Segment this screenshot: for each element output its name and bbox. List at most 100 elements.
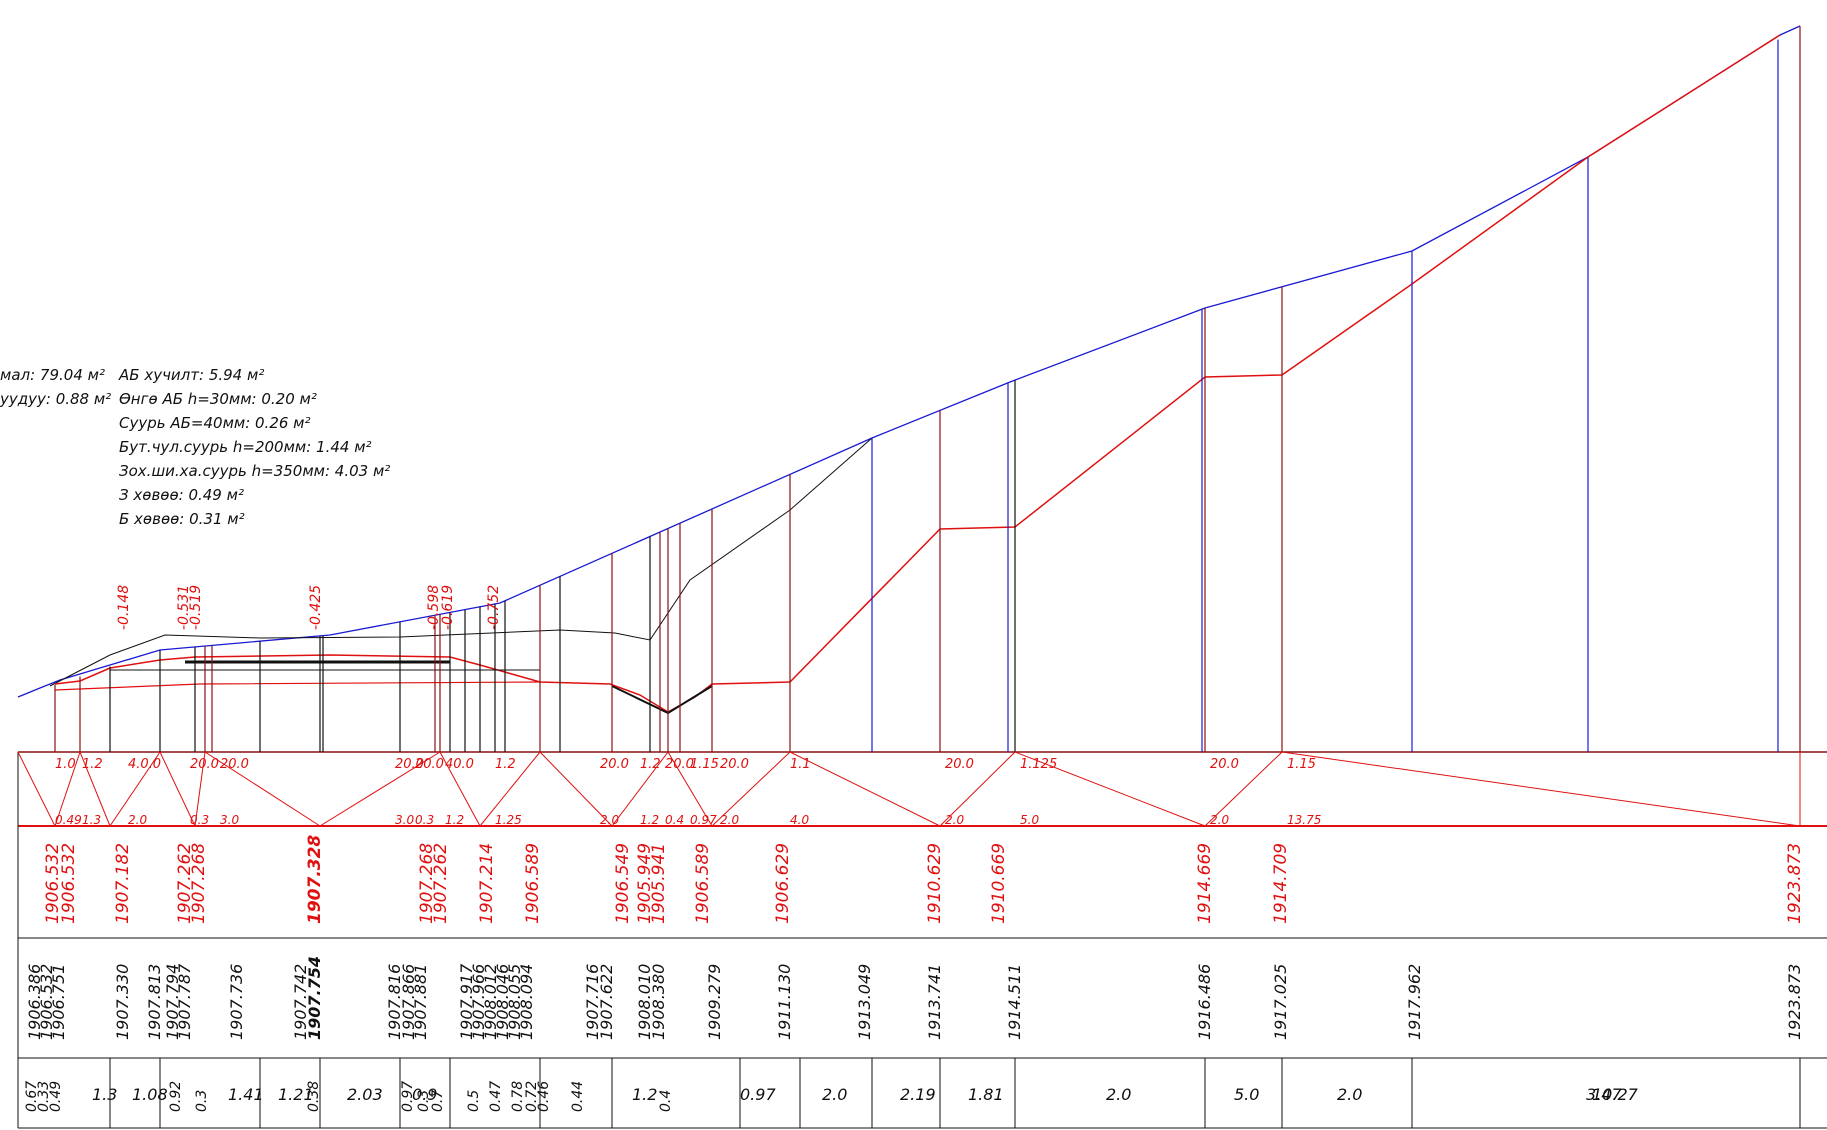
ground-elevation: 1917.025: [1271, 964, 1290, 1040]
slope-value-bottom: 2.0: [720, 813, 739, 827]
slope-triangle: [789, 751, 941, 827]
slope-value-bottom: 1.3: [82, 813, 101, 827]
ground-elevation: 1914.511: [1005, 964, 1024, 1040]
area-note: Бут.чул.суурь h=200мм: 1.44 м²: [119, 438, 372, 456]
distance-small: 0.44: [570, 1081, 586, 1112]
ground-elevation: 1907.813: [145, 964, 164, 1040]
distance-small: 0.4: [658, 1090, 674, 1112]
ground-elevation: 1906.751: [49, 964, 68, 1040]
slope-value-bottom: 5.0: [1020, 813, 1039, 827]
slope-triangle: [159, 751, 196, 827]
slope-triangle: [54, 751, 81, 827]
area-note: З хөвөө: 0.49 м²: [119, 486, 244, 504]
slope-value-top: 20.0: [190, 757, 219, 772]
distance-small: 0.97: [400, 1081, 416, 1112]
slope-value-top: 20.0: [1210, 757, 1239, 772]
design-elevation: 1914.669: [1195, 843, 1215, 924]
slope-value-bottom: 0.4: [665, 813, 684, 827]
area-note: Өнгө АБ h=30мм: 0.20 м²: [119, 390, 317, 408]
ground-elevation: 1907.736: [227, 964, 246, 1040]
drawing-linework: [17, 25, 1827, 1129]
distance-small: 0.46: [536, 1081, 552, 1112]
area-note: АБ хучилт: 5.94 м²: [118, 366, 264, 384]
ground-elevation: 1923.873: [1785, 964, 1804, 1040]
surface-depth-label: -0.598: [426, 585, 442, 630]
slope-triangle: [194, 751, 206, 827]
ground-elevation: 1906.532: [37, 964, 56, 1040]
slope-triangle: [439, 751, 481, 827]
slope-value-top: 1.2: [640, 757, 661, 772]
ground-elevation: 1917.962: [1405, 964, 1424, 1040]
distance-value: 1.08: [132, 1085, 168, 1104]
slope-value-top: 20.0: [415, 757, 444, 772]
ground-elevation: 1907.742: [291, 964, 310, 1040]
distance-value: 1.81: [968, 1085, 1004, 1104]
slope-triangle: [79, 751, 111, 827]
slope-value-bottom: 2.0: [1210, 813, 1229, 827]
design-elevation: 1906.589: [523, 843, 543, 924]
surface-depth-label: -0.531: [176, 585, 192, 630]
distance-value: 2.0: [1337, 1085, 1362, 1104]
slope-value-top: 1.125: [1020, 757, 1057, 772]
slope-value-bottom: 2.0: [945, 813, 964, 827]
area-note: Зох.ши.ха.суурь h=350мм: 4.03 м²: [119, 462, 390, 480]
design-elevation: 1906.532: [43, 843, 63, 924]
slope-triangle: [1204, 751, 1283, 827]
slope-value-top: 20.0: [665, 757, 694, 772]
ground-elevation: 1909.279: [705, 964, 724, 1040]
slope-triangle: [319, 751, 441, 827]
design-elevation: 1907.262: [175, 843, 195, 924]
area-note: Б хөвөө: 0.31 м²: [119, 510, 245, 528]
surface-depth-label: -0.148: [116, 585, 132, 630]
slope-value-bottom: 0.49: [55, 813, 82, 827]
ground-elevation: 1907.716: [583, 964, 602, 1040]
ground-elevation: 1908.380: [649, 964, 668, 1040]
design-elevation: 1906.629: [773, 843, 793, 924]
distance-small: 0.38: [306, 1081, 322, 1112]
ground-elevation: 1908.012: [481, 964, 500, 1040]
slope-value-top: 1.15: [690, 757, 719, 772]
ground-elevation: 1908.010: [635, 964, 654, 1040]
slope-value-bottom: 0.3: [190, 813, 209, 827]
slope-value-bottom: 13.75: [1287, 813, 1321, 827]
design-profile: [54, 34, 1781, 713]
ground-elevation: 1907.881: [411, 964, 430, 1040]
slope-value-bottom: 2.0: [128, 813, 147, 827]
slope-value-top: 1.15: [1287, 757, 1316, 772]
slope-value-top: 1.1: [790, 757, 811, 772]
distance-value: 1.2: [632, 1085, 657, 1104]
distance-value: 2.19: [900, 1085, 936, 1104]
slope-value-top: 40.0: [445, 757, 474, 772]
ground-elevation: 1906.386: [25, 964, 44, 1040]
distance-small: 0.3: [416, 1090, 432, 1112]
design-elevation: 1910.669: [989, 843, 1009, 924]
slope-triangle: [939, 751, 1016, 827]
design-elevation: 1910.629: [925, 843, 945, 924]
slope-value-bottom: 0.97: [690, 813, 717, 827]
slope-triangle: [539, 751, 613, 827]
subgrade-line: [54, 681, 541, 691]
ground-elevation: 1907.816: [385, 964, 404, 1040]
design-elevation: 1907.214: [477, 843, 497, 924]
distance-value: 0.97: [740, 1085, 776, 1104]
slope-triangle: [109, 751, 161, 827]
slope-value-bottom: 4.0: [790, 813, 809, 827]
distance-value: 2.0: [822, 1085, 847, 1104]
design-elevation: 1906.589: [693, 843, 713, 924]
slope-value-top: 20.0: [945, 757, 974, 772]
design-elevation: 1905.949: [635, 843, 655, 924]
area-note: уудуу: 0.88 м²: [0, 390, 111, 408]
design-elevation: 1914.709: [1271, 843, 1291, 924]
ground-elevation: 1908.046: [493, 964, 512, 1040]
slope-triangle: [1281, 751, 1801, 827]
distance-small: 0.72: [524, 1081, 540, 1112]
surface-depth-label: -0.752: [486, 585, 502, 630]
ground-elevation: 1916.486: [1195, 964, 1214, 1040]
ground-elevation: 1907.794: [163, 964, 182, 1040]
slope-value-top: 20.0: [220, 757, 249, 772]
design-elevation: 1907.268: [417, 843, 437, 924]
distance-small: 0.47: [488, 1081, 504, 1112]
distance-small: 0.49: [48, 1081, 64, 1112]
distance-small: 0.7: [430, 1090, 446, 1112]
slope-value-top: 20.0: [395, 757, 424, 772]
